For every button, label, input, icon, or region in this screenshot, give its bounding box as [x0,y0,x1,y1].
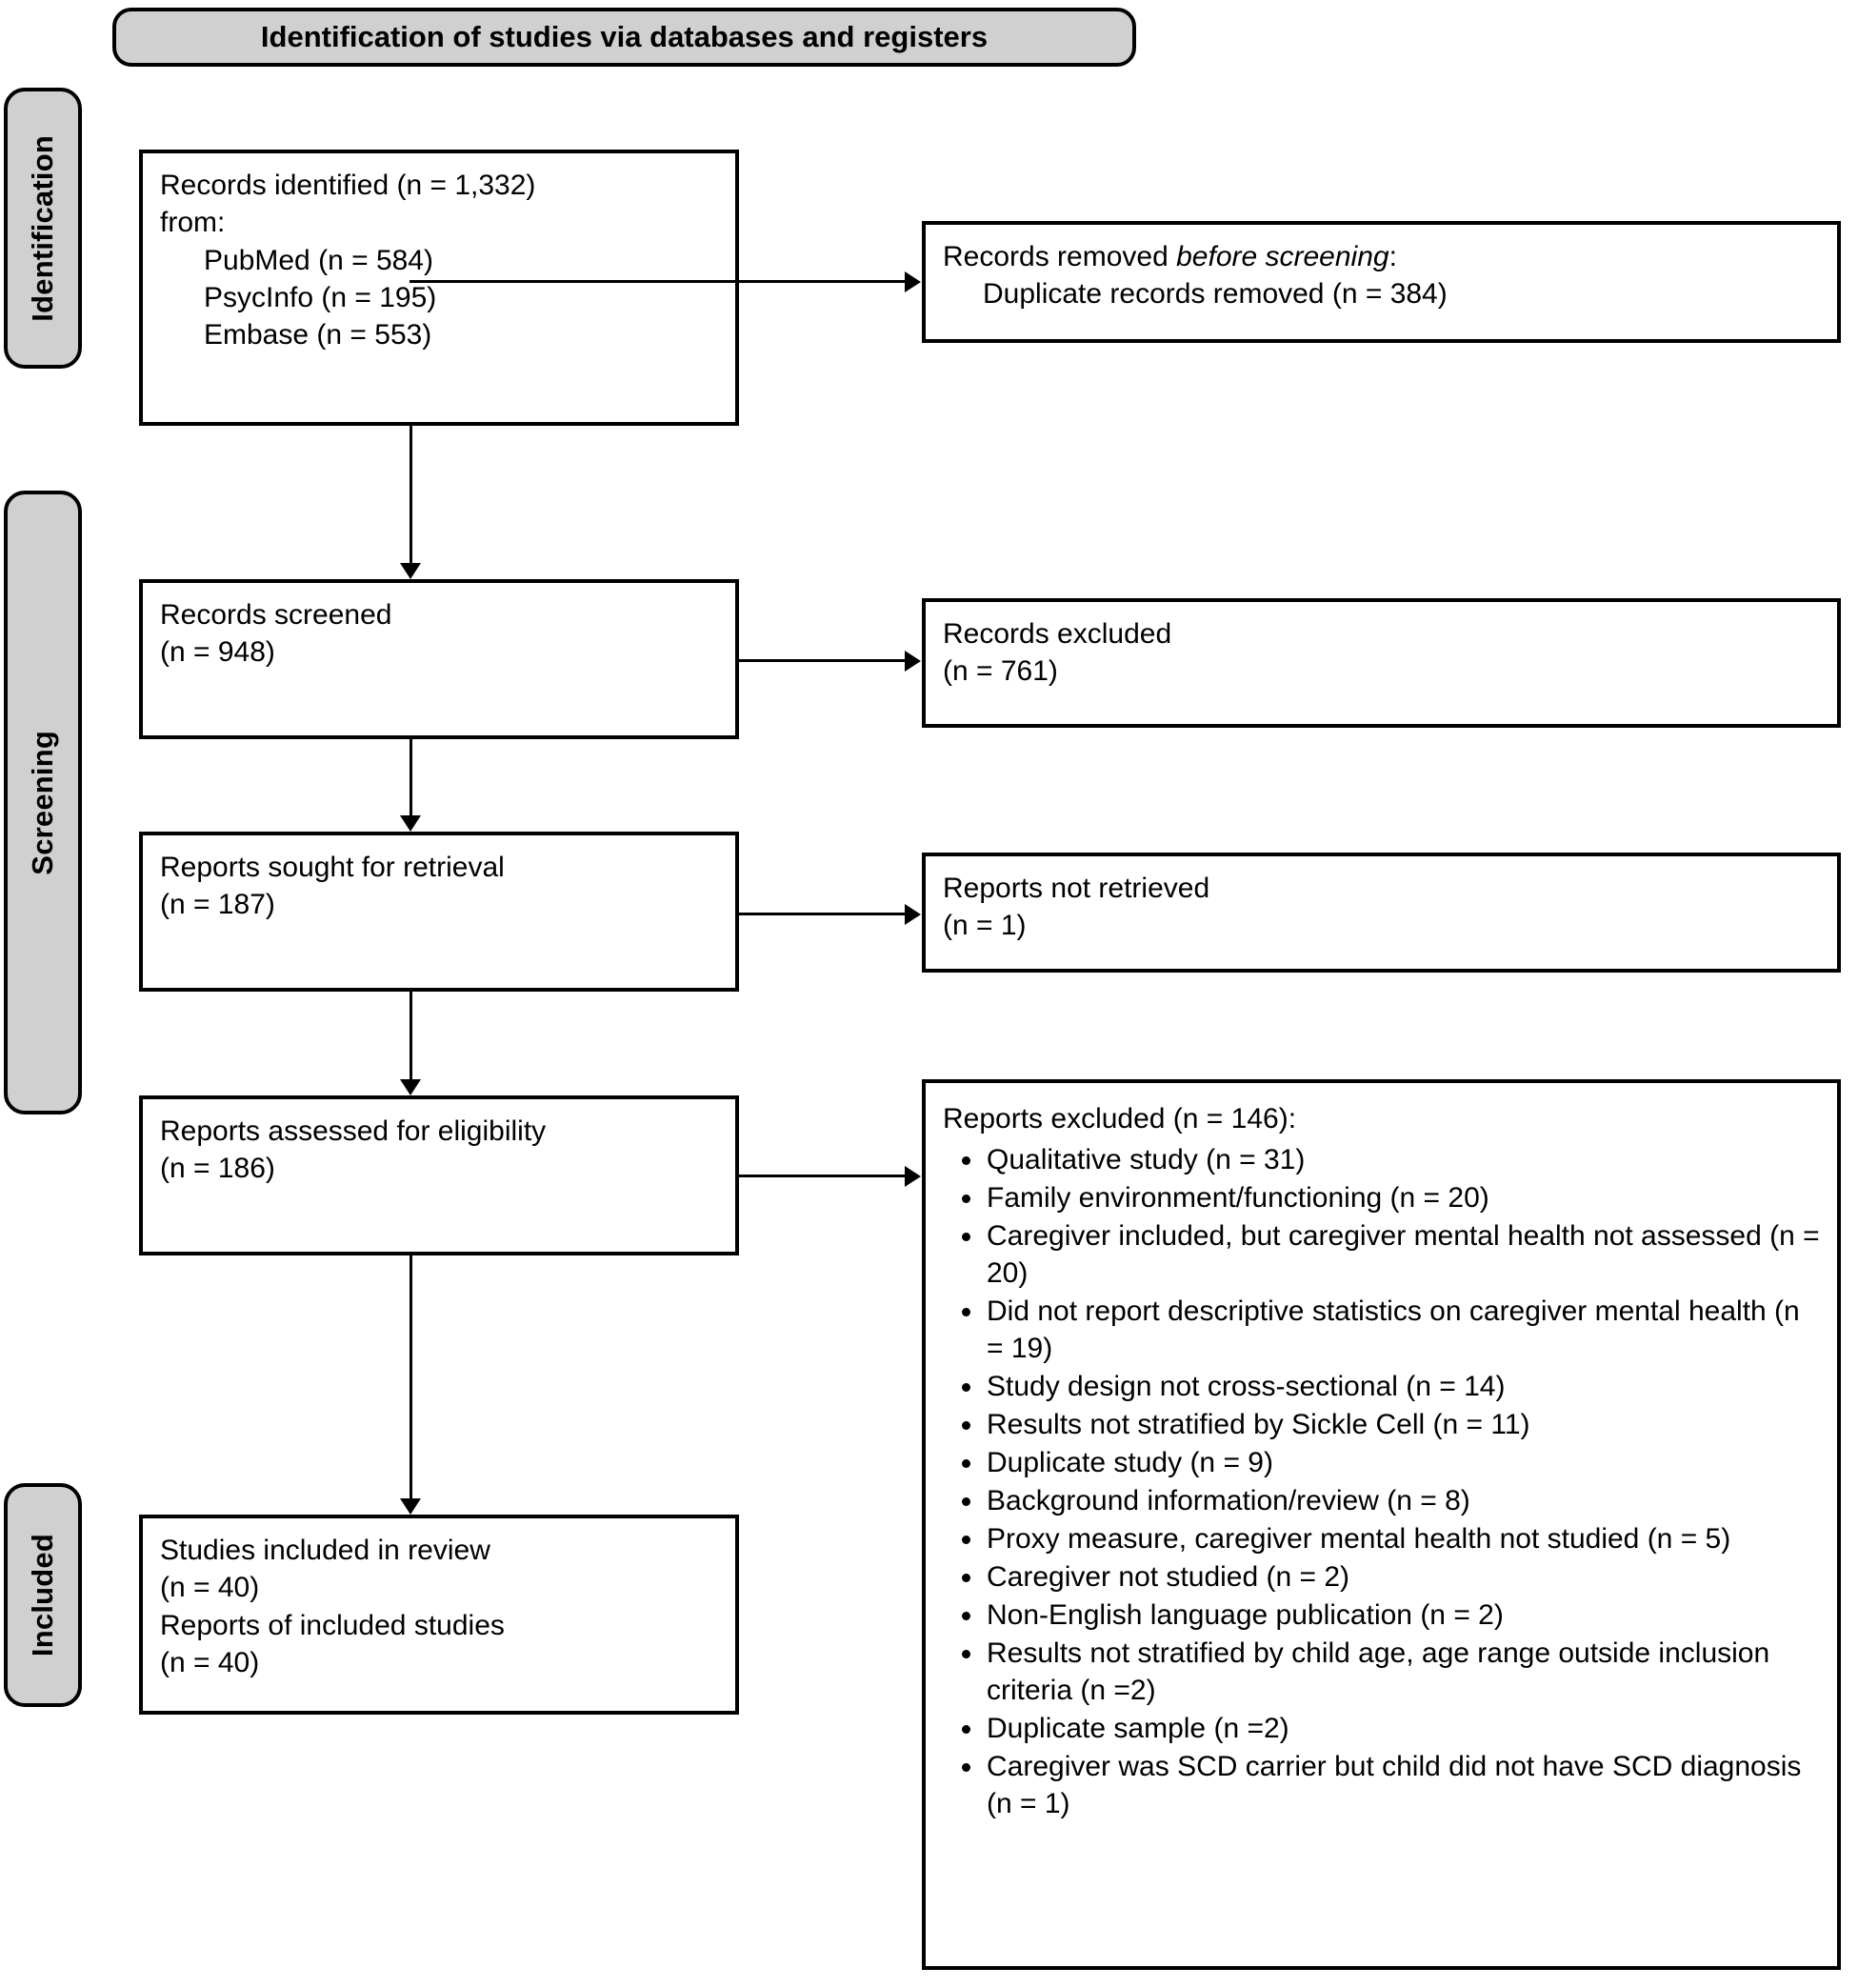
list-item: Did not report descriptive statistics on… [962,1293,1820,1367]
box-reports-sought-for-retrieval: Reports sought for retrieval (n = 187) [139,832,739,992]
arrow-screened-to-excluded [905,651,921,672]
stage-identification-label: Identification [26,134,59,322]
connector-identified-to-screened [410,426,412,563]
arrow-identified-to-removed [905,271,921,292]
reports-assessed-line2: (n = 186) [160,1153,275,1185]
box-reports-excluded: Reports excluded (n = 146): Qualitative … [922,1079,1841,1970]
reports-excluded-heading: Reports excluded (n = 146): [943,1103,1297,1135]
box-records-screened: Records screened (n = 948) [139,579,739,739]
stage-identification: Identification [4,88,82,369]
list-item: Results not stratified by Sickle Cell (n… [962,1406,1820,1443]
stage-included: Included [4,1483,82,1707]
records-removed-duplicates: Duplicate records removed (n = 384) [983,278,1448,311]
list-item: Duplicate study (n = 9) [962,1444,1820,1481]
connector-sought-to-not-retrieved [739,913,907,915]
stage-screening: Screening [4,491,82,1114]
banner-title: Identification of studies via databases … [260,20,989,53]
list-item: Family environment/functioning (n = 20) [962,1179,1820,1216]
records-removed-line1: Records removed before screening: [943,238,1820,275]
arrow-assessed-to-included [400,1498,421,1515]
list-item: Proxy measure, caregiver mental health n… [962,1520,1820,1557]
connector-assessed-to-included [410,1255,412,1498]
records-screened-line2: (n = 948) [160,636,275,669]
box-records-excluded: Records excluded (n = 761) [922,598,1841,728]
connector-identified-to-removed [410,280,907,283]
stage-screening-label: Screening [26,730,59,875]
list-item: Caregiver not studied (n = 2) [962,1558,1820,1596]
studies-included-line2: (n = 40) [160,1572,260,1604]
box-studies-included: Studies included in review (n = 40) Repo… [139,1515,739,1715]
records-removed-line1-prefix: Records removed [943,241,1177,272]
records-identified-line1: Records identified (n = 1,332) [160,170,536,201]
reports-excluded-list: Qualitative study (n = 31) Family enviro… [943,1141,1820,1822]
arrow-assessed-to-reports-excluded [905,1166,921,1187]
arrow-identified-to-screened [400,563,421,579]
records-identified-source-embase: Embase (n = 553) [204,319,432,351]
box-records-removed-before-screening: Records removed before screening: Duplic… [922,221,1841,343]
box-reports-not-retrieved: Reports not retrieved (n = 1) [922,853,1841,973]
arrow-sought-to-not-retrieved [905,904,921,925]
reports-not-retrieved-line1: Reports not retrieved [943,873,1210,904]
list-item: Non-English language publication (n = 2) [962,1596,1820,1634]
records-screened-line1: Records screened [160,599,392,631]
box-reports-assessed-for-eligibility: Reports assessed for eligibility (n = 18… [139,1095,739,1255]
reports-not-retrieved-line2: (n = 1) [943,910,1027,942]
connector-assessed-to-reports-excluded [739,1175,907,1177]
list-item: Study design not cross-sectional (n = 14… [962,1368,1820,1405]
connector-identified-stub-vertical [410,280,412,282]
list-item: Background information/review (n = 8) [962,1482,1820,1519]
stage-included-label: Included [26,1533,59,1657]
reports-sought-line1: Reports sought for retrieval [160,852,505,883]
records-identified-line2: from: [160,207,226,239]
reports-sought-line2: (n = 187) [160,889,275,921]
records-excluded-line1: Records excluded [943,618,1172,650]
records-identified-source-pubmed: PubMed (n = 584) [204,244,433,276]
reports-assessed-line1: Reports assessed for eligibility [160,1115,547,1147]
list-item: Caregiver was SCD carrier but child did … [962,1748,1820,1822]
connector-screened-to-excluded [739,659,907,662]
records-removed-line1-suffix: : [1389,241,1397,272]
connector-screened-to-sought [410,739,412,815]
diagram-banner: Identification of studies via databases … [112,8,1136,67]
records-excluded-line2: (n = 761) [943,655,1058,688]
arrow-sought-to-assessed [400,1079,421,1095]
arrow-screened-to-sought [400,815,421,832]
box-records-identified: Records identified (n = 1,332) from: Pub… [139,150,739,426]
list-item: Duplicate sample (n =2) [962,1710,1820,1747]
connector-sought-to-assessed [410,992,412,1079]
records-identified-source-psycinfo: PsycInfo (n = 195) [204,281,437,313]
list-item: Results not stratified by child age, age… [962,1635,1820,1709]
studies-included-line3: Reports of included studies [160,1609,505,1641]
list-item: Caregiver included, but caregiver mental… [962,1217,1820,1292]
studies-included-line1: Studies included in review [160,1535,490,1566]
list-item: Qualitative study (n = 31) [962,1141,1820,1178]
studies-included-line4: (n = 40) [160,1646,260,1678]
records-removed-line1-emphasis: before screening [1176,241,1389,272]
